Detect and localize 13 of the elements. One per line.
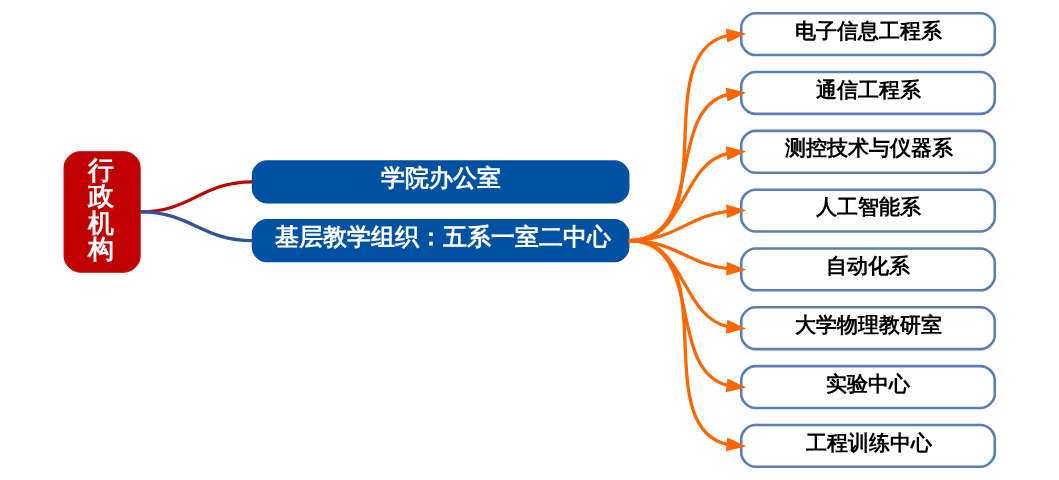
node-box: 实验中心 xyxy=(739,364,997,410)
node-box: 通信工程系 xyxy=(739,70,997,116)
node-box: 基层教学组织：五系一室二中心 xyxy=(251,219,630,263)
node-box: 学院办公室 xyxy=(251,160,630,204)
node-box: 大学物理教研室 xyxy=(739,306,997,351)
node-box: 电子信息工程系 xyxy=(739,11,997,57)
node-box: 行政机构 xyxy=(63,151,141,273)
connector xyxy=(139,210,253,243)
node-box: 人工智能系 xyxy=(739,188,997,233)
node-box: 工程训练中心 xyxy=(739,423,997,469)
node-box: 测控技术与仪器系 xyxy=(739,129,997,174)
node-box: 自动化系 xyxy=(739,247,997,292)
arrow xyxy=(628,239,747,452)
